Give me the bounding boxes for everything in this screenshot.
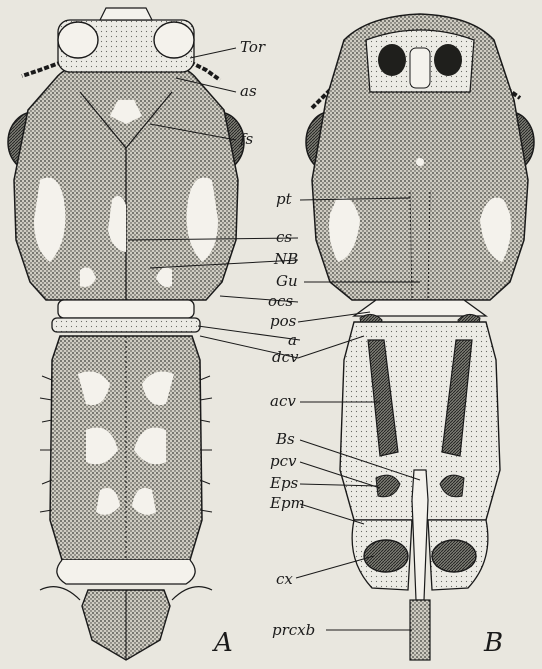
pale-spot <box>416 158 424 166</box>
label-epm: Epm <box>270 496 305 511</box>
occiput-band <box>58 300 194 318</box>
label-a: a <box>288 333 297 348</box>
label-cx: cx <box>276 572 293 587</box>
label-nb: NB <box>274 252 298 267</box>
label-tor: Tor <box>240 40 265 55</box>
basisternum <box>412 470 428 600</box>
leader-pos <box>298 312 370 322</box>
labrum <box>100 8 152 20</box>
panel-label-b: B <box>484 630 503 656</box>
label-fs: fs <box>240 132 253 147</box>
label-prcxb: prcxb <box>272 623 315 638</box>
label-dcv: dcv <box>272 350 298 365</box>
precoxal-bridge <box>410 600 430 660</box>
maxilla-right <box>434 44 462 76</box>
postocciput <box>354 300 486 316</box>
label-gu: Gu <box>276 274 298 289</box>
label-pt: pt <box>276 192 292 207</box>
label-acv: acv <box>270 394 296 409</box>
torulus-right <box>154 22 194 58</box>
antenna-left <box>22 62 62 76</box>
maxilla-left <box>378 44 406 76</box>
panel-b-drawing <box>306 14 534 660</box>
panel-label-a: A <box>214 630 233 656</box>
label-cs: cs <box>276 230 292 245</box>
label-as: as <box>240 84 257 99</box>
labium <box>410 48 430 88</box>
pronotal-collar <box>57 560 195 584</box>
label-eps: Eps <box>270 476 298 491</box>
coxa-left <box>364 540 408 572</box>
panel-a-drawing <box>8 8 244 660</box>
leader-tor <box>190 48 236 58</box>
cervical-band <box>52 318 200 332</box>
coxa-right <box>432 540 476 572</box>
label-bs: Bs <box>276 432 295 447</box>
torulus-left <box>58 22 98 58</box>
label-ocs: ocs <box>268 294 293 309</box>
label-pos: pos <box>270 314 296 329</box>
label-pcv: pcv <box>270 454 296 469</box>
